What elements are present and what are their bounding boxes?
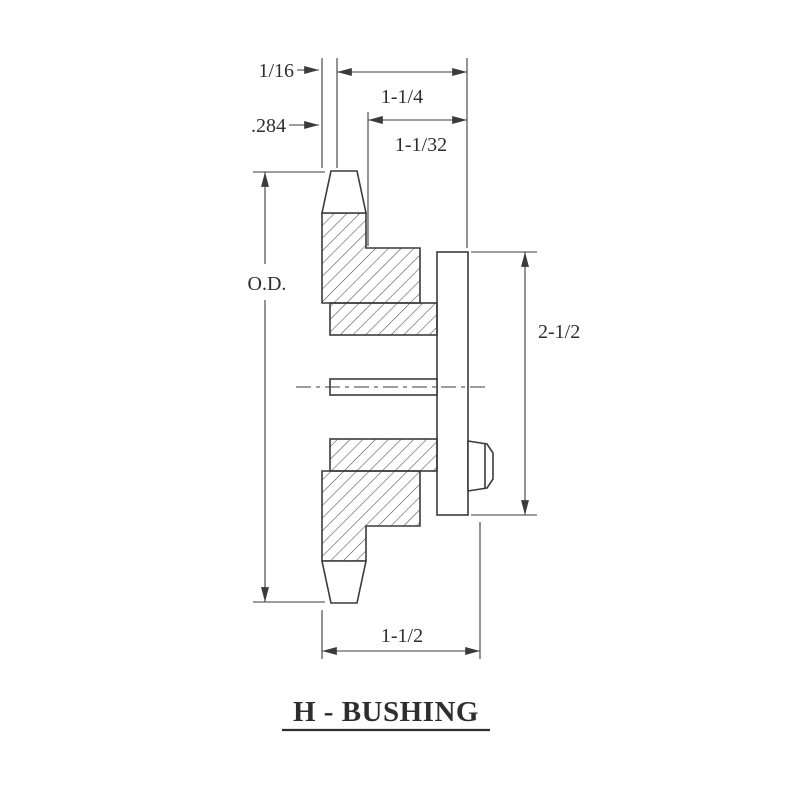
cap-screw-head <box>467 440 494 492</box>
label-plate-thickness: 1/16 <box>258 60 294 82</box>
part-geometry <box>321 170 494 604</box>
bushing-flange <box>436 251 469 516</box>
dimension-labels: 1/16 .284 1-1/4 1-1/32 O.D. 2-1/2 1-1/2 <box>248 60 581 647</box>
label-bushing-length: 1-1/32 <box>395 134 447 156</box>
sprocket-plate-hub-lower-section <box>321 470 421 562</box>
sprocket-tooth-top <box>321 170 367 214</box>
title-block: H - BUSHING <box>282 696 490 732</box>
bushing-upper-section <box>329 302 438 336</box>
bushing-lower-section <box>329 438 438 472</box>
label-outer-diameter: O.D. <box>248 273 287 295</box>
dimension-lines <box>253 58 537 659</box>
sprocket-plate-hub-upper-section <box>321 212 421 304</box>
sprocket-tooth-bottom <box>321 560 367 604</box>
label-hub-length: 1-1/4 <box>381 86 423 108</box>
drawing-title: H - BUSHING <box>293 696 479 728</box>
label-overall-length: 1-1/2 <box>381 625 423 647</box>
label-flange-diameter: 2-1/2 <box>538 321 580 343</box>
label-offset: .284 <box>251 115 286 137</box>
